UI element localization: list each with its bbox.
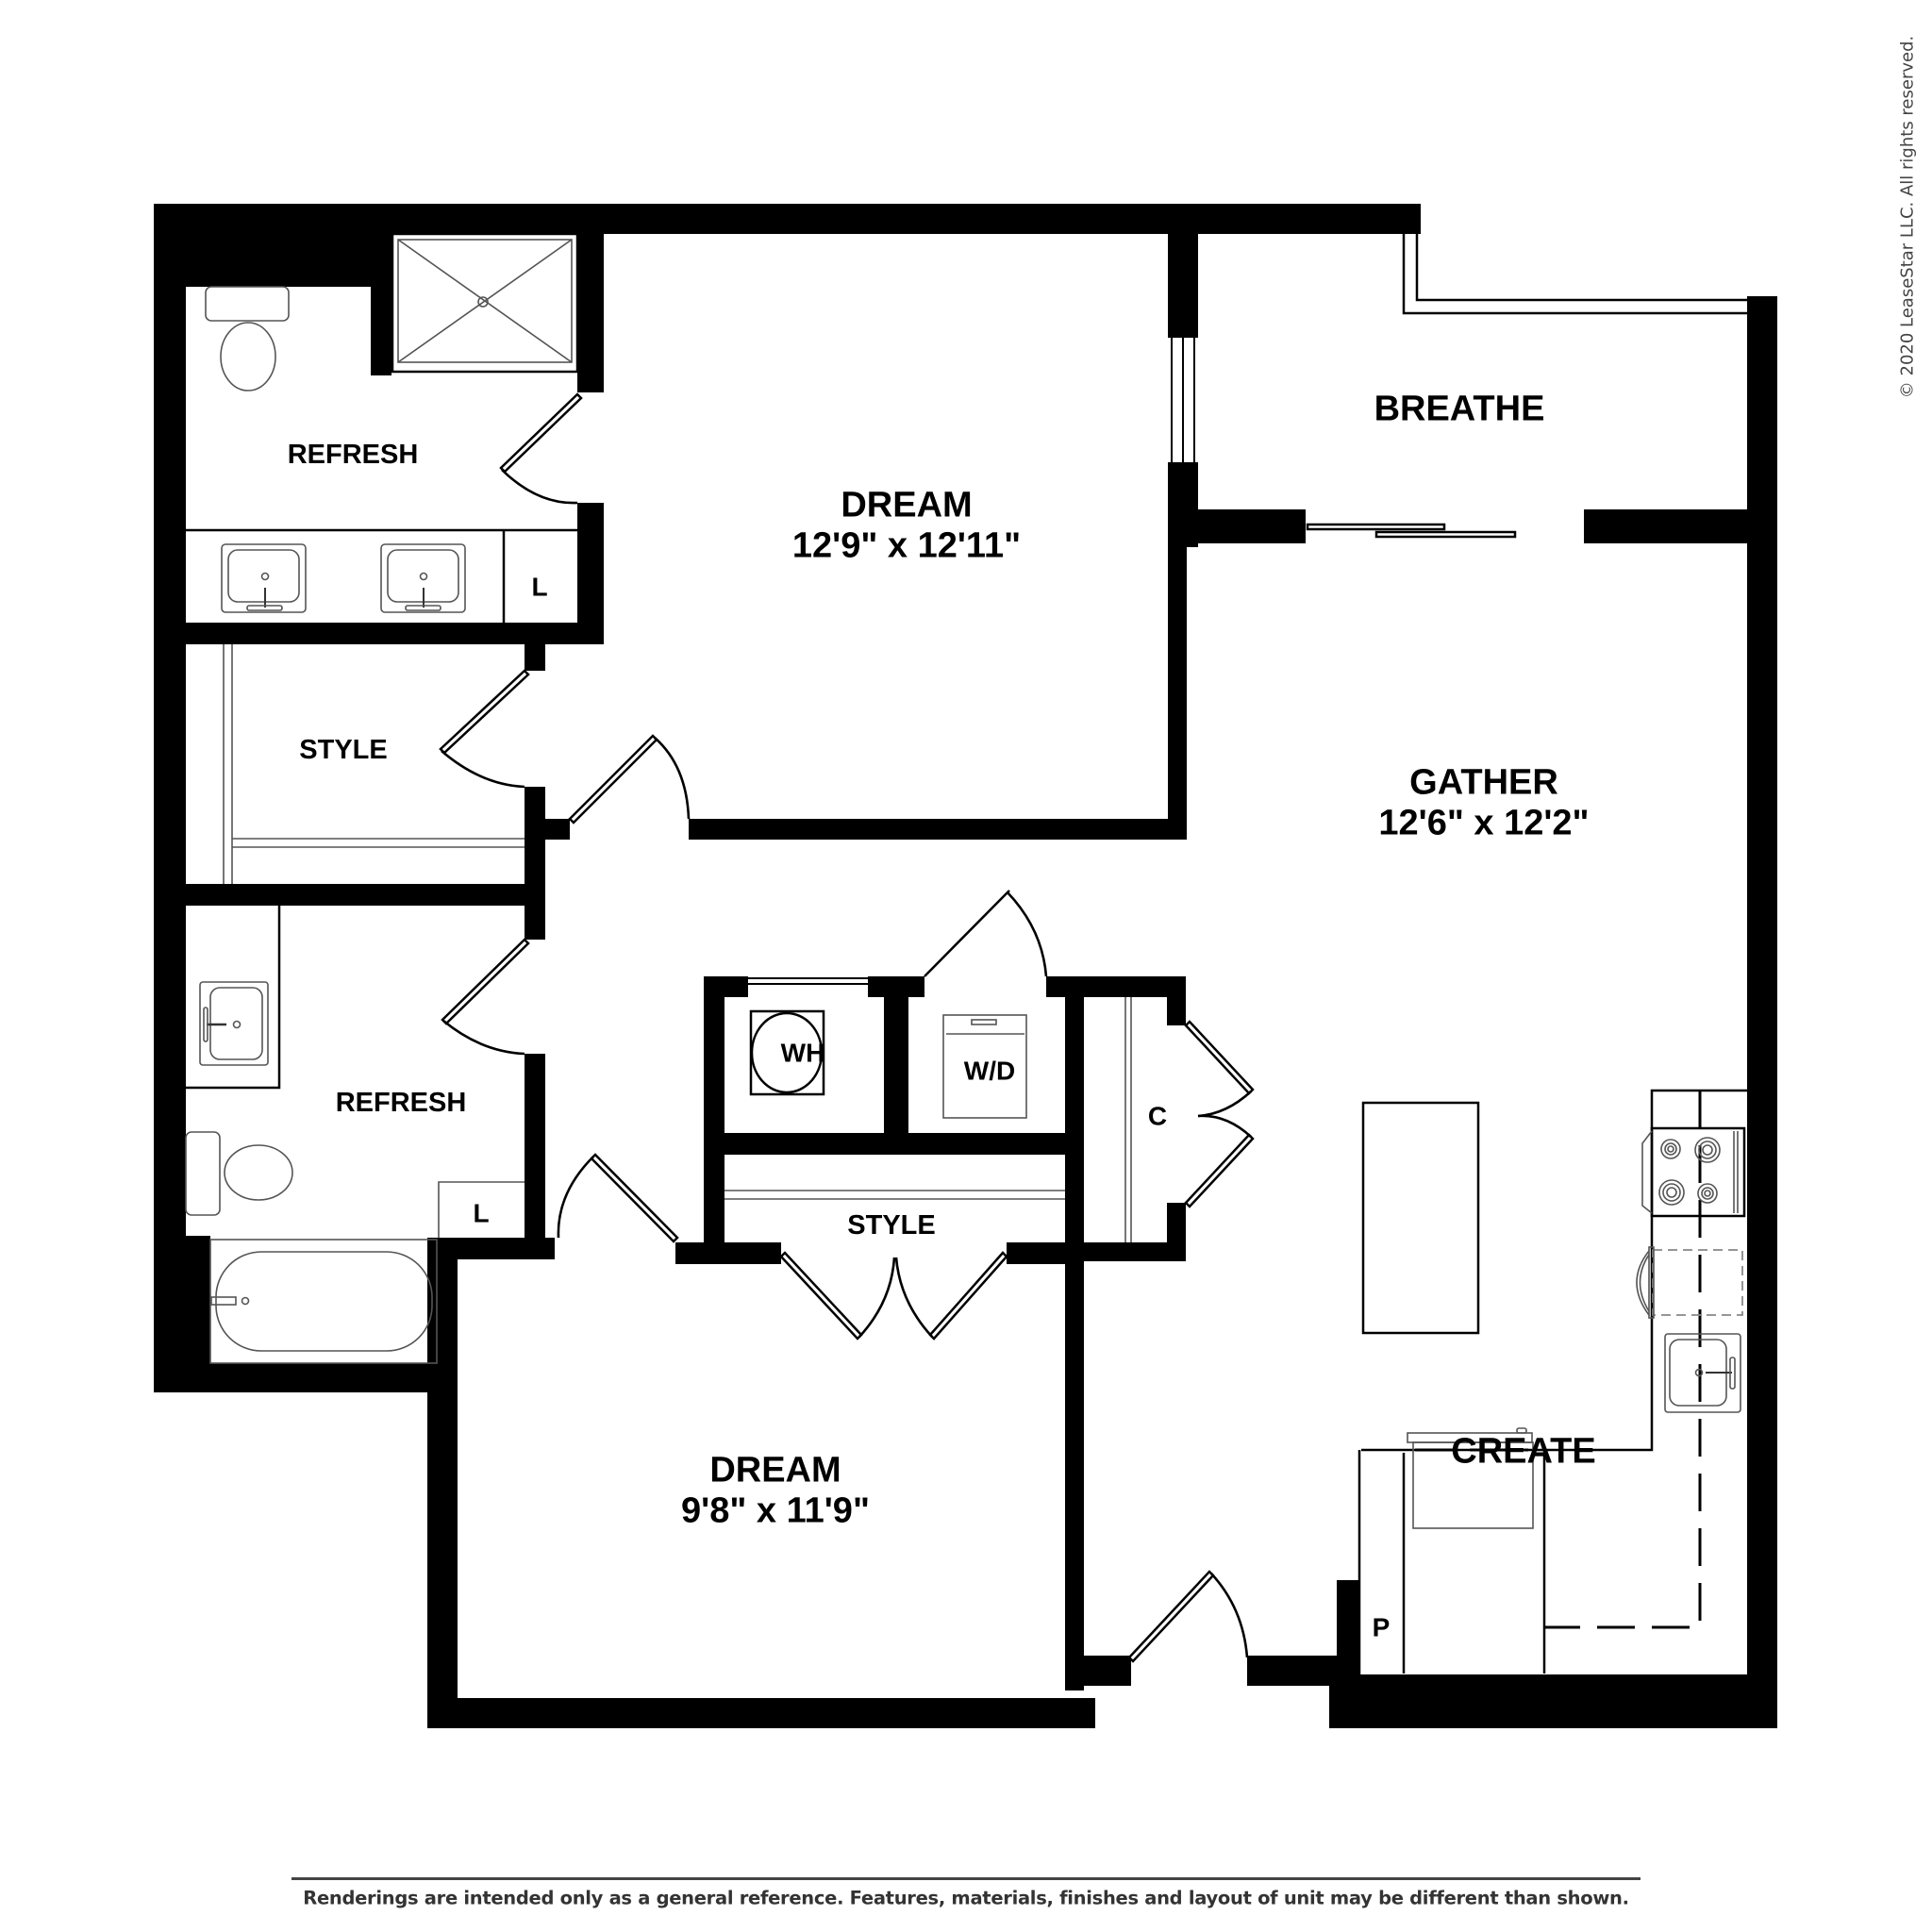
room-label-style-secondary: STYLE: [847, 1209, 936, 1241]
door-entry: [1127, 1570, 1249, 1663]
room-name: DREAM: [841, 485, 973, 525]
window-dream-primary: [1171, 338, 1195, 462]
door-dream-primary: [568, 734, 691, 824]
utility-fixtures: [748, 890, 1048, 1119]
room-label-breathe: BREATHE: [1374, 389, 1545, 429]
fixture-label-pantry: P: [1372, 1612, 1391, 1642]
primary-bath-fixtures: [186, 232, 579, 623]
disclaimer-text: Renderings are intended only as a genera…: [303, 1887, 1629, 1909]
room-label-create: CREATE: [1451, 1431, 1596, 1472]
closet-c-fixtures: [1124, 997, 1255, 1242]
kitchen-fixtures: [1357, 1089, 1747, 1674]
secondary-bath-fixtures: [185, 906, 525, 1364]
room-dimensions: 9'8" x 11'9": [681, 1491, 870, 1530]
room-label-style-primary: STYLE: [299, 734, 388, 765]
style-secondary-fixtures: [724, 1190, 1065, 1341]
room-dimensions: 12'6" x 12'2": [1378, 803, 1590, 842]
room-label-refresh-primary: REFRESH: [287, 439, 419, 470]
room-label-refresh-secondary: REFRESH: [335, 1087, 467, 1118]
room-name: GATHER: [1409, 762, 1558, 803]
fixture-label-linen-secondary: L: [473, 1198, 490, 1228]
door-dream-secondary: [557, 1153, 679, 1243]
room-label-dream-secondary: DREAM 9'8" x 11'9": [681, 1450, 870, 1530]
closet-rods-primary: [223, 644, 525, 884]
room-dimensions: 12'9" x 12'11": [791, 525, 1022, 565]
disclaimer-divider: [291, 1877, 1641, 1880]
door-primary-bath: [499, 392, 583, 505]
room-label-closet: C: [1147, 1101, 1168, 1131]
fixture-label-washer-dryer: W/D: [963, 1056, 1016, 1086]
walls: [154, 204, 1777, 1728]
door-secondary-bath: [441, 938, 530, 1056]
copyright-notice: © 2020 LeaseStar LLC. All rights reserve…: [1897, 35, 1918, 399]
balcony-railing: [1402, 204, 1747, 315]
door-style-primary: [439, 669, 530, 789]
room-label-dream-primary: DREAM 12'9" x 12'11": [792, 485, 1021, 565]
room-label-gather: GATHER 12'6" x 12'2": [1378, 762, 1589, 842]
sliding-door: [1306, 523, 1517, 539]
fixture-label-linen-primary: L: [531, 572, 548, 602]
fixture-label-water-heater: WH: [780, 1038, 825, 1068]
room-name: DREAM: [709, 1450, 841, 1491]
